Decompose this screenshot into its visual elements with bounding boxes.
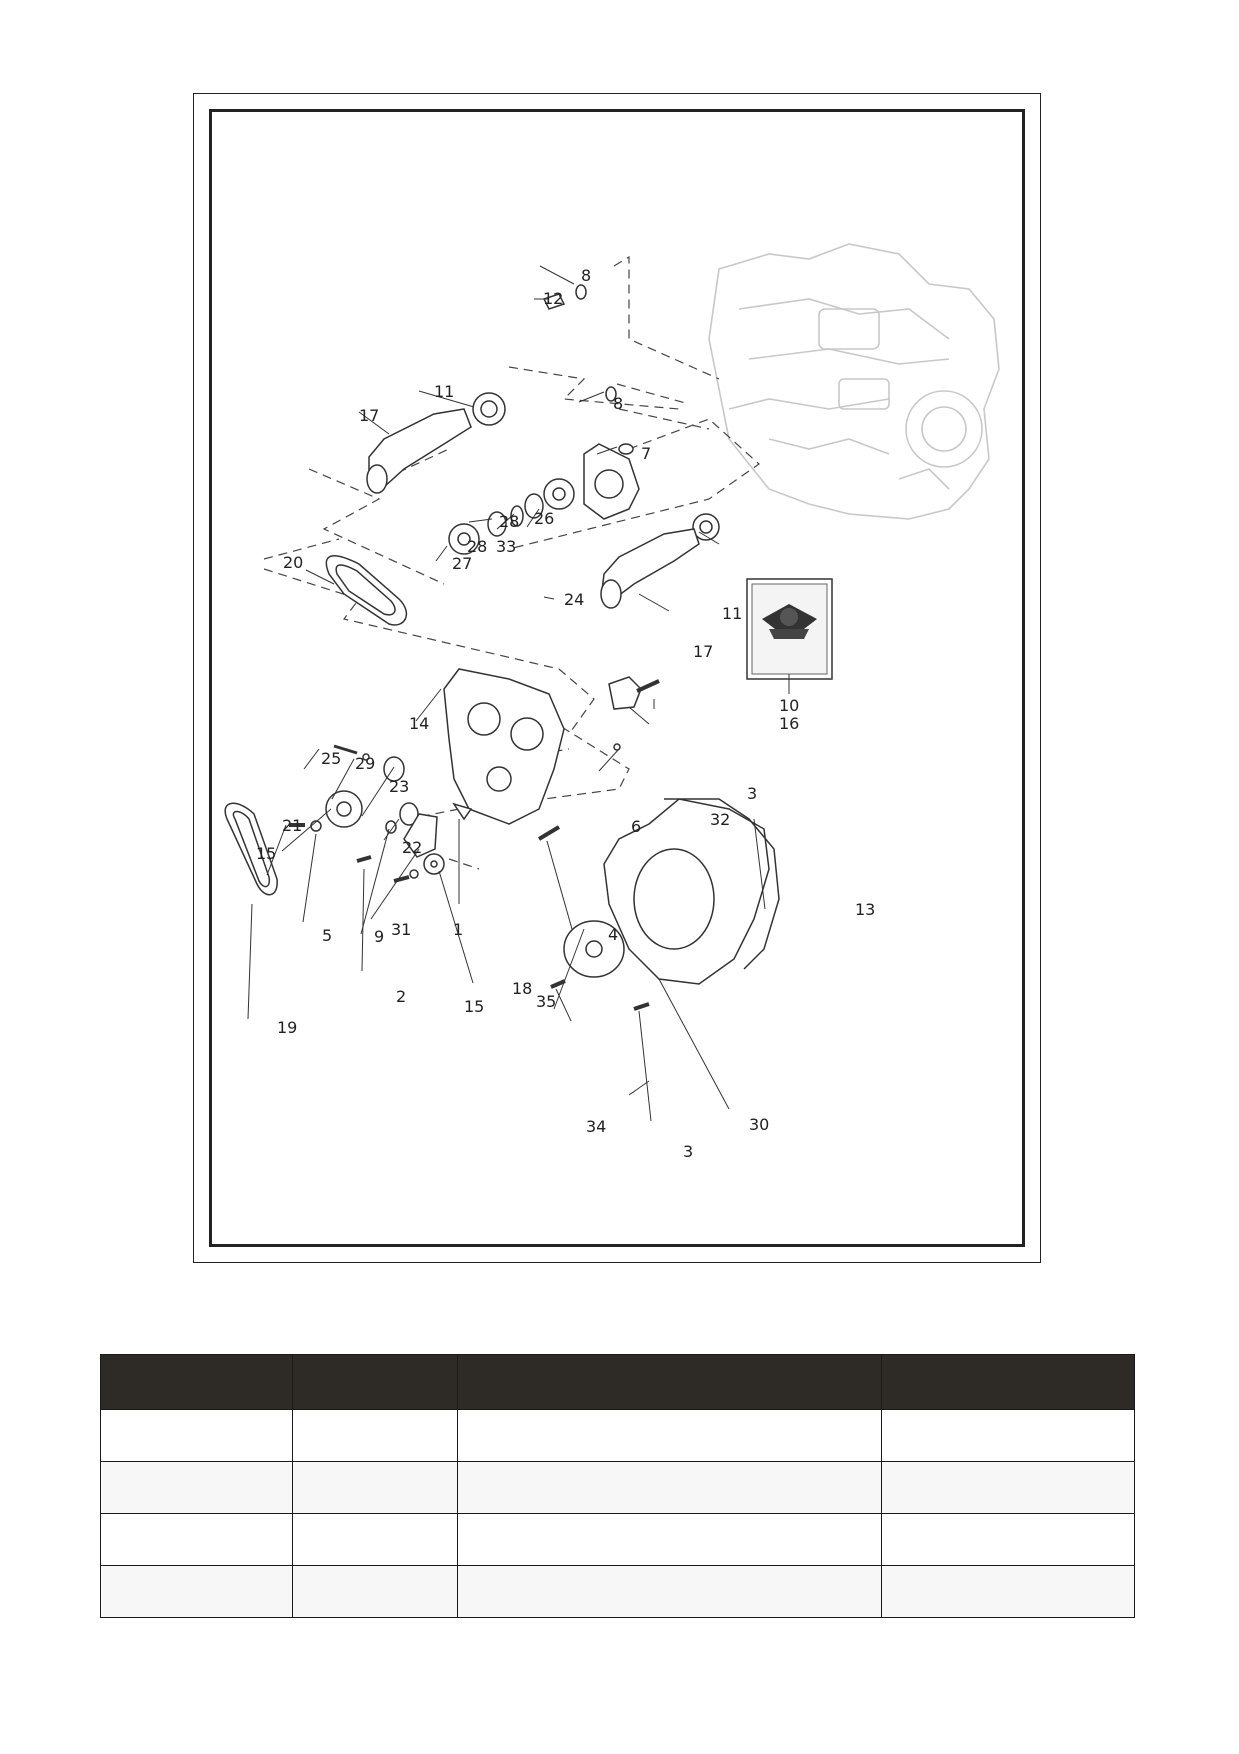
callout-leaders [247, 265, 790, 1122]
callout-15-left: 15 [256, 844, 276, 863]
callout-35: 35 [536, 992, 556, 1011]
table-cell [100, 1565, 293, 1618]
callout-3-bottom: 3 [683, 1142, 693, 1161]
header-cell [292, 1354, 458, 1410]
table-cell [881, 1409, 1135, 1462]
leader-lines [263, 255, 760, 870]
table-row [100, 1513, 1135, 1566]
table-cell [457, 1513, 882, 1566]
table-cell [881, 1565, 1135, 1618]
callout-18: 18 [512, 979, 532, 998]
callout-17-top: 17 [359, 406, 379, 425]
callout-9: 9 [374, 927, 384, 946]
table-row [100, 1565, 1135, 1618]
callout-33: 33 [496, 537, 516, 556]
callout-2: 2 [396, 987, 406, 1006]
parts-table [100, 1354, 1135, 1618]
table-cell [292, 1565, 458, 1618]
table-cell [292, 1513, 458, 1566]
callout-14: 14 [409, 714, 429, 733]
callout-25: 25 [321, 749, 341, 768]
callout-labels: 8 12 11 17 8 7 28 26 28 33 27 20 24 11 1… [256, 266, 875, 1161]
callout-10: 10 [779, 696, 799, 715]
callout-11-top: 11 [434, 382, 454, 401]
callout-29: 29 [355, 754, 375, 773]
header-cell [100, 1354, 293, 1410]
table-row [100, 1409, 1135, 1462]
callout-28-upper: 28 [499, 512, 519, 531]
table-cell [292, 1409, 458, 1462]
callout-31: 31 [391, 920, 411, 939]
part-drawings [224, 284, 780, 1011]
table-cell [881, 1513, 1135, 1566]
diagram-outer-frame [193, 93, 1041, 1263]
callout-24: 24 [564, 590, 584, 609]
callout-23: 23 [389, 777, 409, 796]
crankcase-drawing [708, 243, 1000, 520]
callout-8-top: 8 [581, 266, 591, 285]
table-cell [100, 1513, 293, 1566]
callout-21: 21 [282, 816, 302, 835]
table-cell [457, 1461, 882, 1514]
callout-26: 26 [534, 509, 554, 528]
callout-34: 34 [586, 1117, 606, 1136]
callout-28-lower: 28 [467, 537, 487, 556]
table-cell [457, 1409, 882, 1462]
table-cell [100, 1461, 293, 1514]
callout-22: 22 [402, 838, 422, 857]
genuine-motor-parts-manual-icon [746, 578, 833, 680]
callout-15-lower: 15 [464, 997, 484, 1016]
callout-20: 20 [283, 553, 303, 572]
callout-27: 27 [452, 554, 472, 573]
callout-16: 16 [779, 714, 799, 733]
header-cell [457, 1354, 882, 1410]
callout-13: 13 [855, 900, 875, 919]
table-cell [457, 1565, 882, 1618]
callout-8-middle: 8 [613, 394, 623, 413]
callout-11-right: 11 [722, 604, 742, 623]
parts-table-header [100, 1354, 1135, 1410]
callout-1: 1 [453, 920, 463, 939]
table-row [100, 1461, 1135, 1514]
table-cell [292, 1461, 458, 1514]
callout-6: 6 [631, 817, 641, 836]
exploded-parts-diagram: 8 12 11 17 8 7 28 26 28 33 27 20 24 11 1… [224, 243, 1000, 1161]
table-cell [881, 1461, 1135, 1514]
callout-7: 7 [641, 444, 651, 463]
callout-5: 5 [322, 926, 332, 945]
callout-17-right: 17 [693, 642, 713, 661]
callout-12: 12 [543, 289, 563, 308]
callout-3-top: 3 [747, 784, 757, 803]
diagram-inner-frame [209, 109, 1025, 1247]
callout-30: 30 [749, 1115, 769, 1134]
callout-19: 19 [277, 1018, 297, 1037]
header-cell [881, 1354, 1135, 1410]
table-cell [100, 1409, 293, 1462]
callout-4: 4 [608, 925, 618, 944]
callout-32: 32 [710, 810, 730, 829]
